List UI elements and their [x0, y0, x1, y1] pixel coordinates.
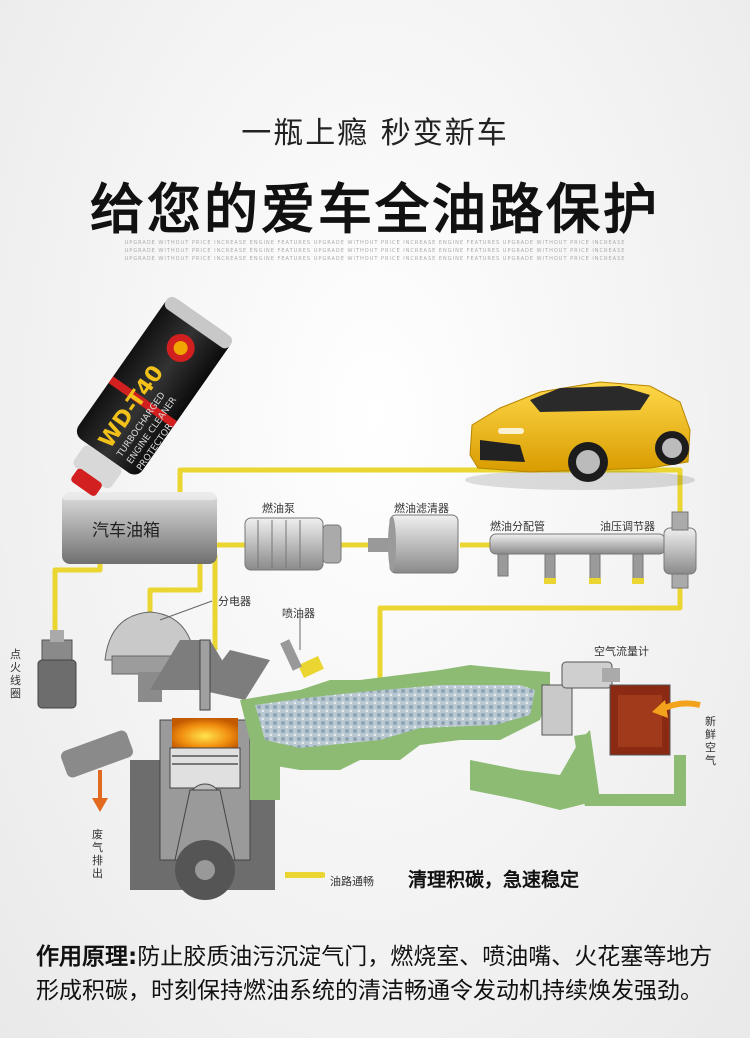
- fineprint-line: UPGRADE WITHOUT PRICE INCREASE ENGINE FE…: [124, 248, 626, 254]
- label-ignition-coil: 点火线圈: [10, 648, 21, 700]
- description-lead: 作用原理:: [36, 944, 138, 970]
- airflow-meter: [541, 661, 701, 806]
- pressure-regulator: [663, 511, 697, 589]
- fuel-tank: [62, 492, 217, 564]
- label-injector: 喷油器: [282, 607, 315, 620]
- label-airflow-meter: 空气流量计: [594, 645, 649, 658]
- fuel-rail: [489, 533, 666, 584]
- label-fuel-filter: 燃油滤清器: [394, 502, 449, 515]
- ignition-coil: [37, 630, 77, 709]
- engine-block: [130, 639, 275, 900]
- page-title: 给您的爱车全油路保护: [90, 178, 660, 241]
- label-distributor: 分电器: [218, 595, 251, 608]
- fuel-pump: [244, 517, 342, 571]
- fuel-filter: [368, 514, 459, 574]
- subtitle: 一瓶上瘾 秒变新车: [241, 116, 509, 151]
- legend-swatch: [285, 872, 323, 878]
- exhaust-manifold: [61, 730, 133, 812]
- label-fuel-pump: 燃油泵: [262, 502, 295, 515]
- fineprint-line: UPGRADE WITHOUT PRICE INCREASE ENGINE FE…: [124, 240, 626, 246]
- label-exhaust: 废气排出: [92, 828, 103, 880]
- description: 作用原理:防止胶质油污沉淀气门，燃烧室、喷油嘴、火花塞等地方形成积碳，时刻保持燃…: [36, 940, 726, 1008]
- label-fuel-tank: 汽车油箱: [92, 521, 160, 541]
- description-text: 防止胶质油污沉淀气门，燃烧室、喷油嘴、火花塞等地方形成积碳，时刻保持燃油系统的清…: [36, 944, 713, 1004]
- tagline: 清理积碳，急速稳定: [408, 869, 580, 891]
- leader-lines: [159, 600, 301, 650]
- car-image: [465, 381, 695, 490]
- product-bottle: [71, 296, 233, 496]
- label-regulator: 油压调节器: [600, 520, 655, 533]
- fineprint-line: UPGRADE WITHOUT PRICE INCREASE ENGINE FE…: [124, 256, 626, 262]
- legend-label: 油路通畅: [330, 875, 374, 888]
- label-fresh-air: 新鲜空气: [705, 715, 716, 767]
- intake-pipe: [240, 639, 600, 810]
- label-fuel-rail: 燃油分配管: [490, 520, 545, 533]
